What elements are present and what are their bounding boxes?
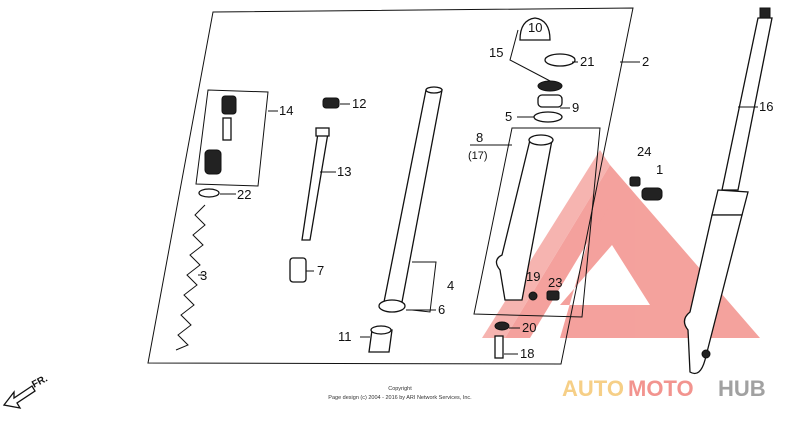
part-4-fork-tube [383,89,443,303]
automotohub-watermark-text: AUTO MOTO HUB [562,376,766,401]
label-1: 1 [656,162,663,177]
label-6: 6 [438,302,445,317]
label-13: 13 [337,164,351,179]
copyright-text: Page design (c) 2004 - 2016 by ARI Netwo… [328,395,472,401]
label-10: 10 [528,20,542,35]
part-14-rod [222,117,232,141]
label-11: 11 [338,329,352,344]
front-label: FR. [30,373,50,390]
part-14-base [204,149,222,175]
label-21: 21 [580,54,594,69]
part-1-clamp [641,187,663,201]
part-23-screw [546,290,560,301]
part-21-oring [544,53,576,67]
label-2: 2 [642,54,649,69]
label-14: 14 [279,103,293,118]
part-5-washer [533,111,563,123]
subassembly-frame-14 [195,89,269,187]
part-19-washer [528,291,538,301]
label-12: 12 [352,96,366,111]
label-16: 16 [759,99,773,114]
subassembly-frame-8 [473,127,601,318]
part-24-bolt [629,176,641,187]
label-4: 4 [447,278,454,293]
part-16-fork-assembly [683,7,773,375]
part-8-fork-slider [495,139,553,301]
part-20-gasket [494,321,510,331]
label-19: 19 [526,269,540,284]
part-13-damper-rod [301,132,329,241]
label-8: 8 [476,130,483,145]
logo-auto: AUTO [562,376,624,401]
label-18: 18 [520,346,534,361]
logo-hub: HUB [718,376,766,401]
assembly-frame [147,7,634,365]
part-12-nut [322,97,340,109]
part-18-bolt [494,335,504,359]
label-20: 20 [522,320,536,335]
part-14-valve [221,95,237,115]
logo-moto: MOTO [628,376,694,401]
part-22-ring [198,188,220,198]
label-9: 9 [572,100,579,115]
part-7-spring [289,257,307,283]
part-13-top [315,127,330,137]
part-3-spring [175,204,206,351]
front-direction-arrow: FR. [2,373,50,409]
label-15: 15 [489,45,503,60]
label-23: 23 [548,275,562,290]
copyright-title: Copyright [388,386,412,392]
label-5: 5 [505,109,512,124]
part-6-bushing [378,299,406,313]
part-9-bushing [537,94,563,108]
part-9-seal [537,80,563,92]
label-7: 7 [317,263,324,278]
part-10-cap [519,17,551,41]
label-24: 24 [637,144,651,159]
label-22: 22 [237,187,251,202]
label-17: (17) [468,150,488,162]
label-3: 3 [200,268,207,283]
